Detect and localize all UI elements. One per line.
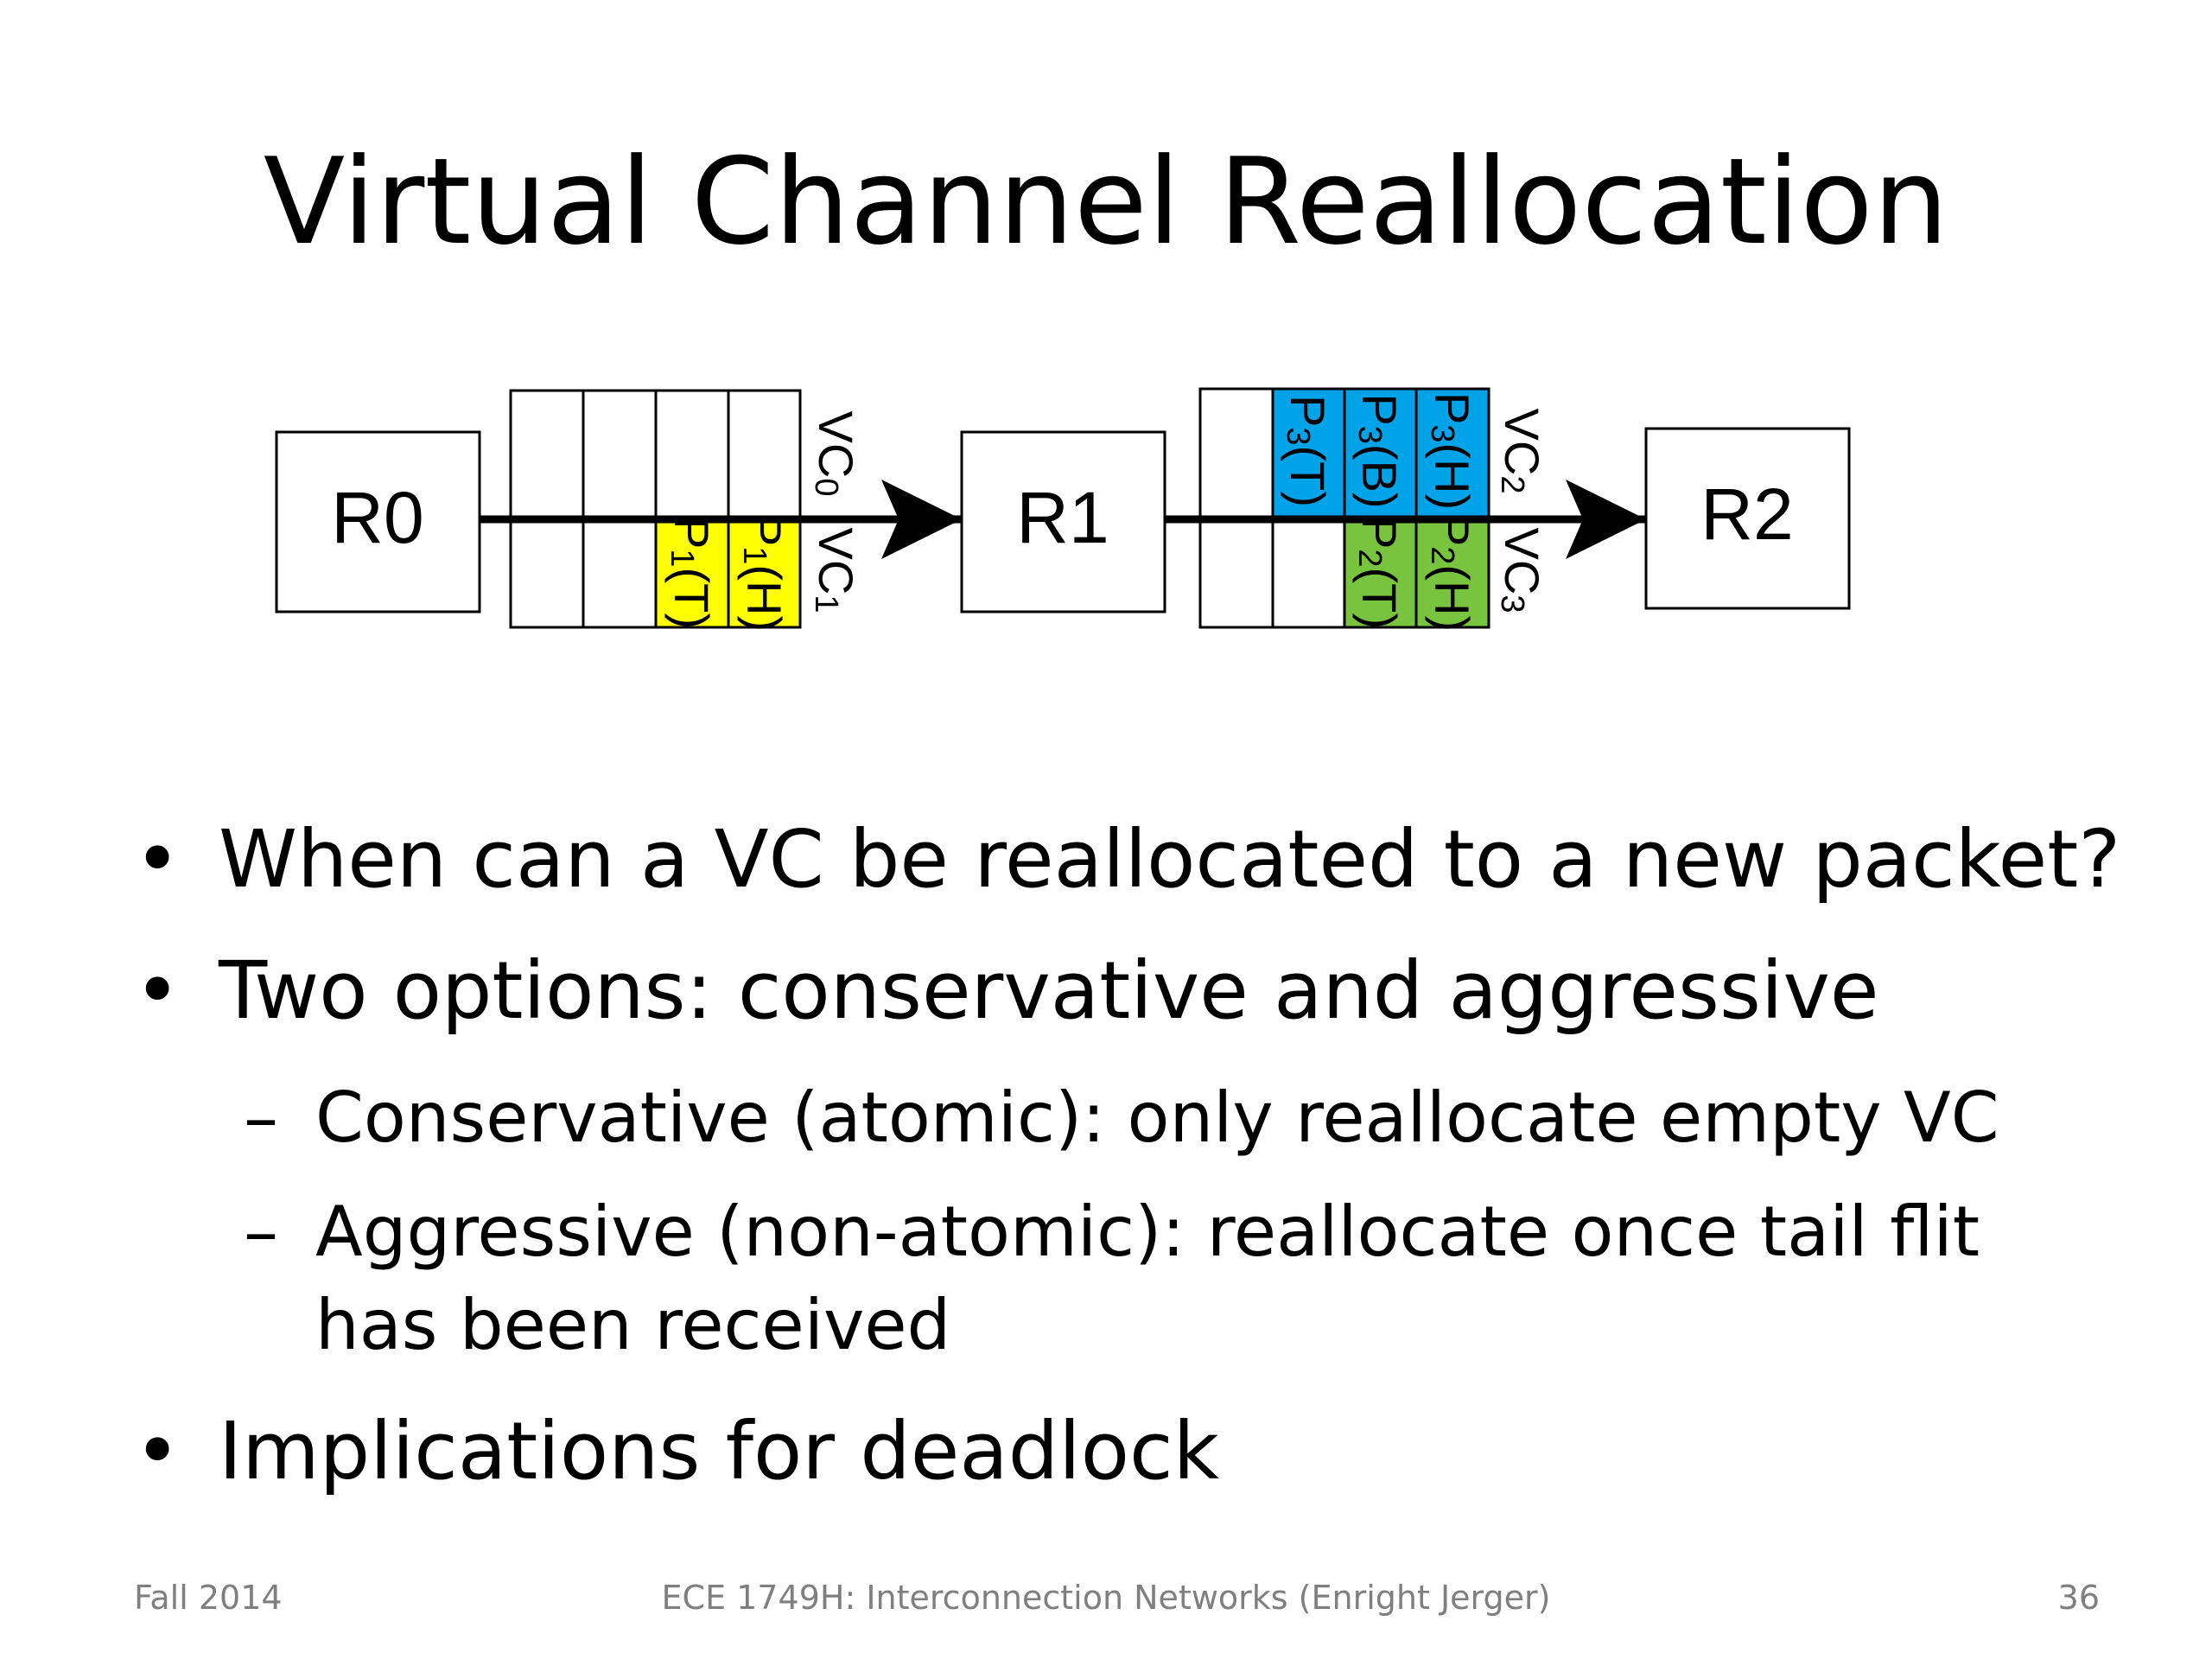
buffer-r1-r2: P3(T) P3(B) P3(H) P2(T) P2(H) <box>1198 387 1491 632</box>
bullet-glyph: • <box>134 1405 181 1497</box>
flit-p2-head: P2(H) <box>1424 514 1480 632</box>
router-r0: R0 <box>275 430 481 613</box>
flit-p3-tail: P3(T) <box>1280 395 1336 507</box>
flit-p1-tail-cell <box>656 518 728 627</box>
router-r2-label: R2 <box>1700 474 1793 555</box>
footer-page-number: 36 <box>2057 1579 2100 1617</box>
slide-title: Virtual Channel Reallocation <box>263 132 1949 271</box>
flit-p2-head-cell <box>1416 518 1489 627</box>
arrowhead-r0-r1 <box>881 480 962 559</box>
vc-diagram: R0 R1 R2 P1(T) P1(H) P3(T) P3(B) P3(H) P… <box>275 387 1851 632</box>
sub-bullet-text: Conservative (atomic): only reallocate e… <box>315 1077 1999 1158</box>
flit-p3-head: P3(H) <box>1424 392 1480 510</box>
footer-course: ECE 1749H: Interconnection Networks (Enr… <box>661 1579 1551 1617</box>
bullet-text: Implications for deadlock <box>219 1405 1219 1497</box>
flit-p3-tail-cell <box>1273 389 1344 517</box>
vc3-label: VC3 <box>1494 528 1550 613</box>
vc2-label: VC2 <box>1494 409 1550 494</box>
router-r2: R2 <box>1644 427 1851 610</box>
buffer-r0-r1: P1(T) P1(H) <box>509 389 802 632</box>
arrowhead-r1-r2 <box>1566 480 1646 559</box>
bullet-text: Two options: conservative and aggressive <box>219 944 1879 1037</box>
footer-date: Fall 2014 <box>134 1579 283 1617</box>
flit-p2-tail: P2(T) <box>1351 517 1408 629</box>
flit-p1-head: P1(H) <box>736 514 792 632</box>
router-r1: R1 <box>960 430 1166 613</box>
bullet-text: When can a VC be reallocated to a new pa… <box>219 813 2121 906</box>
sub-bullet-glyph: – <box>244 1077 278 1158</box>
bullet-glyph: • <box>134 944 181 1037</box>
vc0-label: VC0 <box>808 411 864 497</box>
router-r1-label: R1 <box>1016 477 1109 558</box>
flit-p3-body: P3(B) <box>1351 393 1408 508</box>
router-r0-label: R0 <box>331 477 423 558</box>
flit-p3-body-cell <box>1344 389 1416 517</box>
bullet-glyph: • <box>134 813 181 906</box>
flit-p2-tail-cell <box>1344 518 1416 627</box>
flit-p1-head-cell <box>728 518 800 627</box>
sub-bullet-glyph: – <box>244 1192 278 1272</box>
sub-bullet-text: Aggressive (non-atomic): reallocate once… <box>315 1192 1980 1365</box>
vc1-label: VC1 <box>808 528 864 613</box>
flit-p3-head-cell <box>1416 389 1489 517</box>
flit-p1-tail: P1(T) <box>664 517 720 629</box>
